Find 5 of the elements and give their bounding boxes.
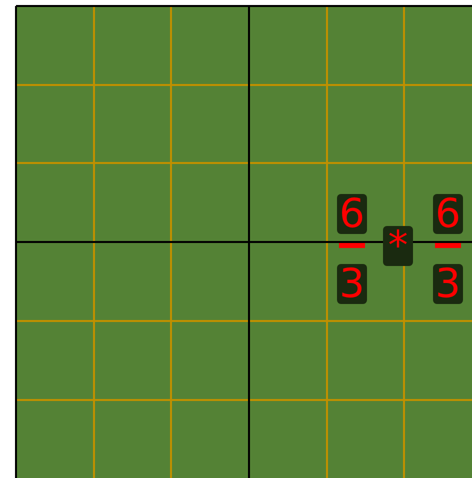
multiplication-sign: * xyxy=(383,226,413,266)
numerator: 6 xyxy=(433,194,463,234)
denominator: 3 xyxy=(337,264,367,304)
denominator: 3 xyxy=(433,264,463,304)
numerator: 6 xyxy=(337,194,367,234)
